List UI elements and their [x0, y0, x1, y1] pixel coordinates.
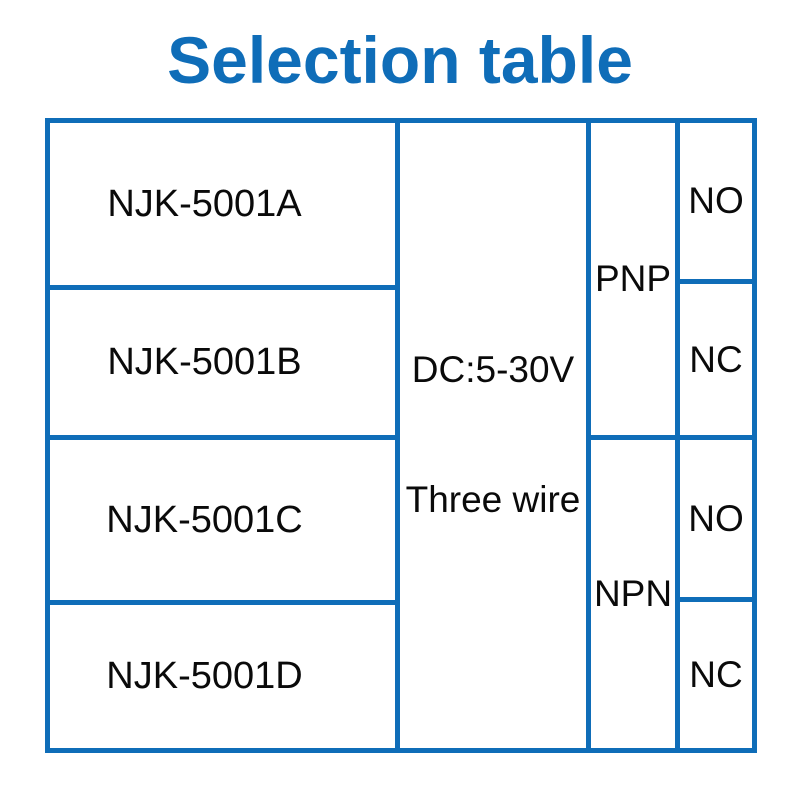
contact-cell-pnp-no: NO: [680, 123, 752, 279]
supply-voltage-cell: DC:5-30V: [400, 320, 586, 420]
model-label-d: NJK-5001D: [106, 655, 303, 697]
selection-table: NJK-5001A NJK-5001B NJK-5001C NJK-5001D …: [45, 118, 757, 753]
model-label-b: NJK-5001B: [107, 341, 302, 383]
contact-cell-npn-nc: NC: [680, 602, 752, 748]
grid-line-output-split: [586, 435, 752, 440]
contact-cell-pnp-nc: NC: [680, 284, 752, 435]
contact-label-npn-no: NO: [688, 497, 744, 539]
model-label-a: NJK-5001A: [107, 182, 302, 225]
output-type-cell-npn: NPN: [591, 440, 675, 748]
grid-line-contacts-1: [675, 279, 752, 284]
model-cell-b: NJK-5001B: [50, 290, 395, 435]
contact-cell-npn-no: NO: [680, 440, 752, 597]
model-label-c: NJK-5001C: [106, 498, 303, 541]
output-type-label-npn: NPN: [593, 573, 673, 614]
wiring-cell: Three wire: [400, 450, 586, 550]
contact-label-pnp-nc: NC: [689, 338, 743, 380]
contact-label-npn-nc: NC: [689, 654, 743, 695]
grid-line-models-3: [50, 600, 400, 605]
grid-line-models-2: [50, 435, 400, 440]
contact-label-pnp-no: NO: [688, 180, 744, 221]
page-title: Selection table: [167, 23, 633, 97]
grid-line-contacts-2: [675, 597, 752, 602]
model-cell-d: NJK-5001D: [50, 605, 395, 748]
output-type-cell-pnp: PNP: [591, 123, 675, 435]
output-type-label-pnp: PNP: [594, 258, 672, 299]
model-cell-c: NJK-5001C: [50, 440, 395, 600]
model-cell-a: NJK-5001A: [50, 123, 395, 285]
wiring-label: Three wire: [405, 479, 581, 520]
supply-voltage-label: DC:5-30V: [411, 349, 575, 390]
grid-line-models-1: [50, 285, 400, 290]
